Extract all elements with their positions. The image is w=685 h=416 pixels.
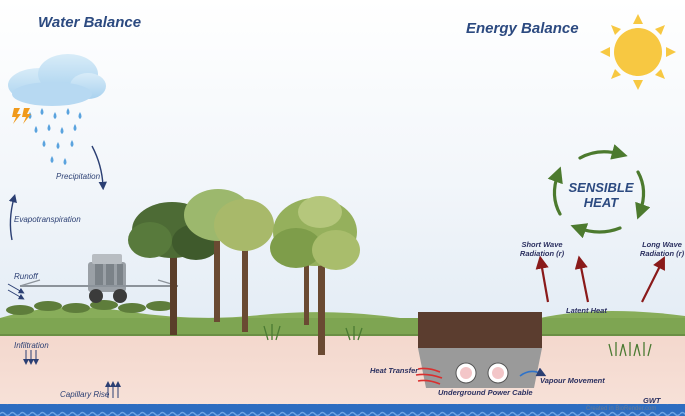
vapour-arrow — [519, 367, 547, 377]
soil-layer — [0, 328, 685, 406]
heat-transfer-lines — [415, 367, 443, 385]
precipitation-arrow — [91, 145, 107, 191]
runoff-label: Runoff — [14, 272, 38, 281]
credit-text: Created in BioRender.com — [586, 406, 657, 412]
trench-backfill — [418, 312, 542, 348]
vapour-movement-label: Vapour Movement — [540, 376, 605, 385]
underground-cable-label: Underground Power Cable — [438, 388, 533, 397]
lightning-icon — [12, 108, 31, 124]
long-wave-line1: Long Wave — [642, 240, 682, 249]
latent-heat-label: Latent Heat — [566, 306, 607, 315]
infiltration-arrows — [23, 350, 39, 365]
radiation-arrows — [535, 255, 665, 303]
evapotranspiration-arrow — [8, 193, 17, 241]
heat-transfer-label: Heat Transfer — [370, 366, 419, 375]
groundwater-table — [0, 404, 685, 416]
trench-bedding — [418, 348, 542, 388]
tree-mid — [214, 199, 274, 332]
grass-tufts — [263, 324, 652, 357]
long-wave-label: Long Wave Radiation (r) — [636, 240, 685, 258]
capillary-rise-label: Capillary Rise — [60, 390, 110, 399]
water-balance-title: Water Balance — [38, 14, 142, 31]
energy-balance-title: Energy Balance — [466, 20, 579, 37]
short-wave-line1: Short Wave — [521, 240, 563, 249]
sensible-heat-line2: HEAT — [583, 195, 619, 210]
sprayer-tractor — [19, 254, 179, 303]
gwt-label: GWT — [643, 396, 661, 405]
sensible-heat-label: SENSIBLE HEAT — [566, 180, 636, 210]
short-wave-line2: Radiation (r) — [519, 249, 565, 258]
infiltration-label: Infiltration — [14, 341, 49, 350]
precipitation-label: Precipitation — [56, 172, 101, 181]
sensible-heat-cycle — [547, 144, 651, 239]
short-wave-label: Short Wave Radiation (r) — [514, 240, 570, 258]
long-wave-line2: Radiation (r) — [639, 249, 685, 258]
capillary-arrows — [105, 381, 121, 398]
field-rows — [6, 300, 174, 315]
evapotranspiration-label: Evapotranspiration — [14, 215, 81, 224]
rain-cloud — [8, 54, 106, 106]
grass-band — [0, 318, 685, 334]
runoff-arrows — [7, 283, 25, 300]
sun-icon — [600, 14, 676, 90]
sensible-heat-line1: SENSIBLE — [568, 180, 634, 195]
tree-right — [270, 196, 360, 355]
raindrops — [28, 108, 82, 165]
